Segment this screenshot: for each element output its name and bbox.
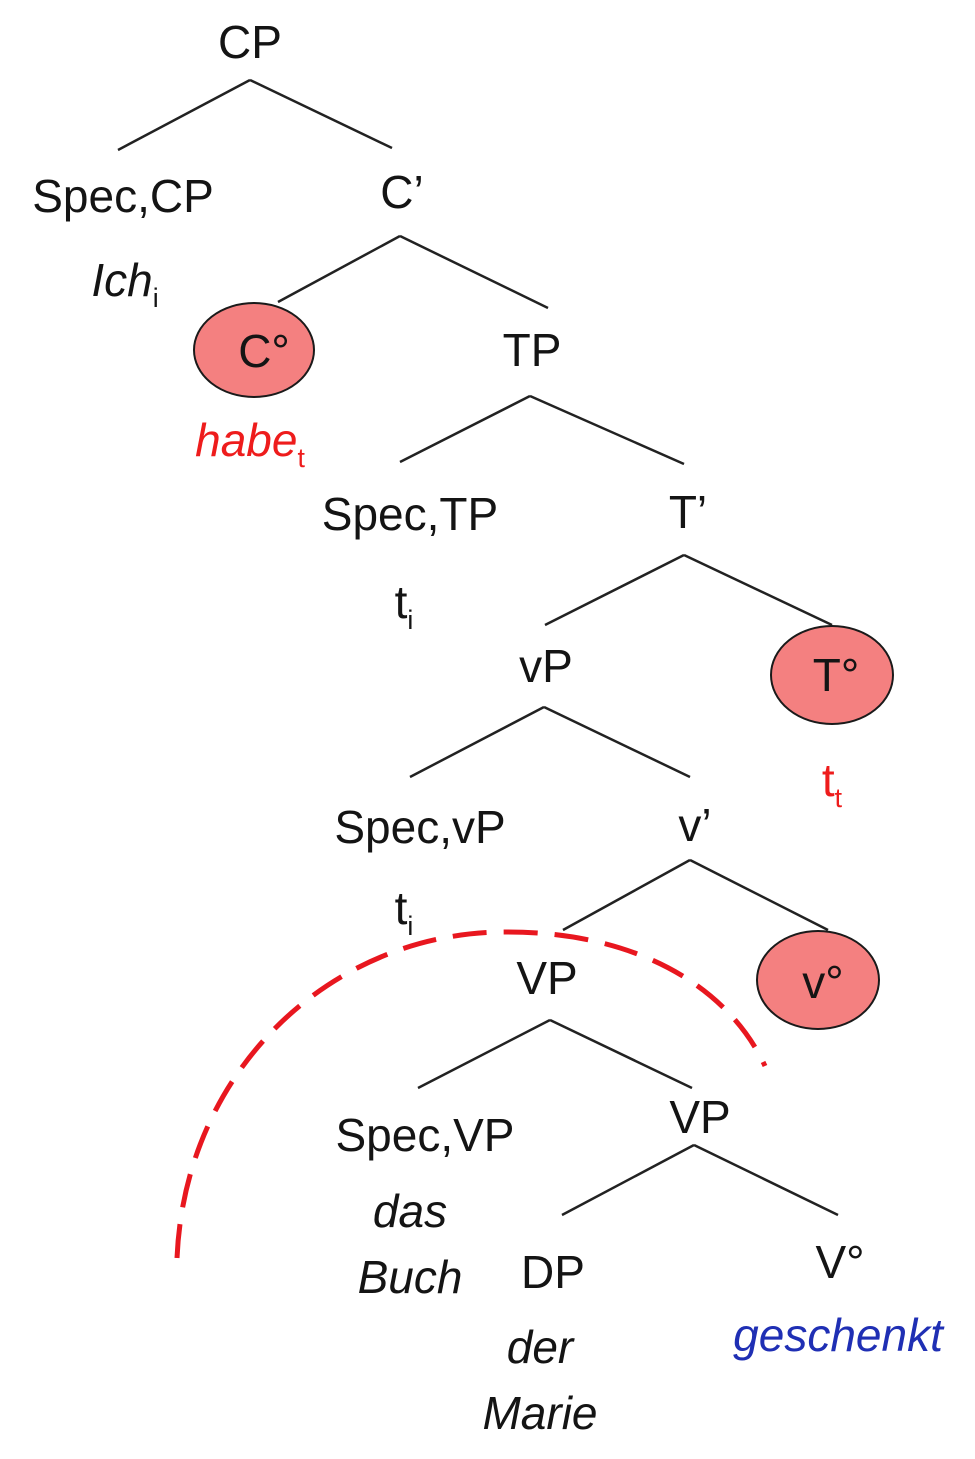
node-spec-vp-small: Spec,vP [334, 801, 506, 853]
node-c-bar: C’ [380, 166, 424, 218]
node-dp: DP [521, 1246, 585, 1298]
word-marie: Marie [482, 1387, 598, 1439]
branch-vp-spec-vp-lower [417, 1018, 551, 1090]
branch-tp-t-bar [529, 394, 685, 466]
node-spec-cp: Spec,CP [32, 170, 214, 222]
word-ich: Ichi [91, 254, 159, 314]
branch-vp-spec-vp [409, 705, 545, 779]
node-v-small-head: v° [802, 956, 844, 1008]
moved-head-circles [193, 302, 894, 1030]
word-habe: habet [195, 414, 305, 474]
branch-lines [117, 78, 839, 1217]
branch-tp-spec-tp [399, 394, 531, 464]
c-head-circle [193, 302, 315, 398]
branch-c-bar-tp [399, 234, 549, 310]
node-vp-upper: VP [516, 952, 578, 1004]
branch-t-bar-t-head [683, 553, 833, 627]
branch-cp-c-bar [249, 78, 393, 150]
v-small-head-circle [756, 930, 880, 1030]
branch-vp-vp-lower [549, 1018, 693, 1090]
branch-vp-v-bar [543, 705, 691, 779]
trace-spec-tp: ti [394, 576, 414, 636]
branch-cp-spec-cp [117, 78, 251, 152]
branch-c-bar-c-head [277, 234, 401, 304]
node-vp-small: vP [519, 640, 573, 692]
word-das: das [372, 1185, 448, 1237]
node-spec-tp: Spec,TP [321, 488, 499, 540]
word-der: der [506, 1321, 574, 1373]
trace-spec-vp: ti [394, 882, 414, 942]
t-head-circle [770, 625, 894, 725]
node-v-head: V° [815, 1236, 865, 1288]
word-buch: Buch [357, 1251, 463, 1303]
branch-v-bar-v-head [689, 858, 829, 932]
word-das-buch: das Buch [358, 1178, 463, 1310]
node-vp-lower: VP [669, 1091, 731, 1143]
node-spec-vp: Spec,VP [335, 1109, 515, 1161]
branch-v-bar-vp [562, 858, 691, 932]
word-der-marie: der Marie [482, 1314, 597, 1446]
node-t-bar: T’ [668, 486, 708, 538]
branch-vp-lower-dp [561, 1143, 695, 1217]
phase-boundary-arc [174, 929, 768, 1259]
node-v-bar: v’ [678, 799, 712, 851]
node-c-head: C° [238, 325, 290, 377]
node-t-head: T° [812, 649, 860, 701]
word-geschenkt: geschenkt [733, 1309, 943, 1361]
branch-vp-lower-v-head [693, 1143, 839, 1217]
branch-t-bar-vp [544, 553, 685, 627]
node-cp: CP [218, 16, 282, 68]
node-tp: TP [502, 324, 562, 376]
trace-t-head: tt [821, 754, 843, 814]
